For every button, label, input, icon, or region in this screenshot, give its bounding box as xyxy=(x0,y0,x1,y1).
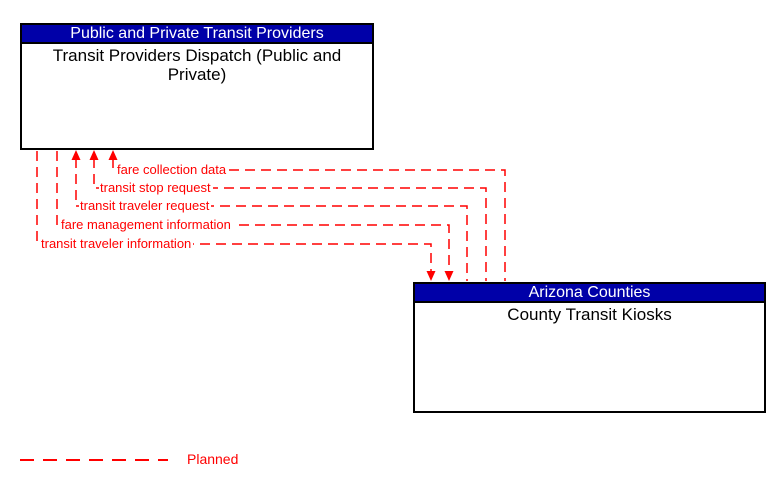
flow-path xyxy=(36,151,432,271)
flow-label-fare-management-information: fare management information xyxy=(60,217,233,232)
flow-path xyxy=(93,158,487,281)
arrow-up-icon xyxy=(71,150,81,160)
flow-label-transit-traveler-request: transit traveler request xyxy=(79,198,212,213)
arrow-up-icon xyxy=(108,150,118,160)
flow-path xyxy=(112,158,506,281)
arrow-down-icon xyxy=(426,271,436,281)
flow-line-transit-stop-request xyxy=(89,150,487,281)
flow-line-fare-management-information xyxy=(56,151,454,281)
arrow-up-icon xyxy=(89,150,99,160)
flow-label-transit-stop-request: transit stop request xyxy=(99,180,213,195)
flow-line-fare-collection-data xyxy=(108,150,506,281)
flow-line-transit-traveler-information xyxy=(36,151,436,281)
entity-box-arizona-counties: Arizona Counties County Transit Kiosks xyxy=(413,282,766,413)
flow-label-fare-collection-data: fare collection data xyxy=(116,162,229,177)
flow-line-transit-traveler-request xyxy=(71,150,468,281)
flow-path xyxy=(56,151,450,271)
flow-path xyxy=(75,158,468,281)
entity-header: Public and Private Transit Providers xyxy=(22,25,372,44)
entity-header: Arizona Counties xyxy=(415,284,764,303)
entity-body: County Transit Kiosks xyxy=(507,305,672,324)
entity-body: Transit Providers Dispatch (Public and P… xyxy=(52,46,342,84)
entity-box-public-private-transit-providers: Public and Private Transit Providers Tra… xyxy=(20,23,374,150)
flow-label-transit-traveler-information: transit traveler information xyxy=(40,236,194,251)
legend-label: Planned xyxy=(187,451,239,467)
arrow-down-icon xyxy=(444,271,454,281)
